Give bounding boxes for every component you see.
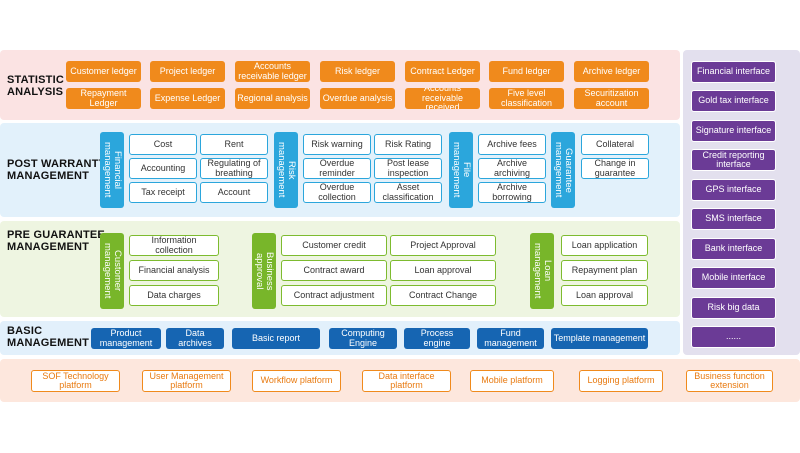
loan-application[interactable]: Loan application bbox=[561, 235, 648, 256]
cust-financial-analysis[interactable]: Financial analysis bbox=[129, 260, 219, 281]
biz-loan-approval[interactable]: Loan approval bbox=[390, 260, 496, 281]
iface-signature[interactable]: Signature interface bbox=[691, 120, 776, 142]
customer-management-tab[interactable]: Customer management bbox=[100, 233, 124, 309]
file-management-title: File management bbox=[451, 142, 472, 198]
file-archive-borrowing[interactable]: Archive borrowing bbox=[478, 182, 546, 203]
guarantee-management-title: Guarantee management bbox=[553, 142, 574, 198]
guarantee-collateral[interactable]: Collateral bbox=[581, 134, 649, 155]
stat-fund-ledger[interactable]: Fund ledger bbox=[489, 61, 564, 82]
platform-user-management[interactable]: User Management platform bbox=[142, 370, 231, 392]
fin-account[interactable]: Account bbox=[200, 182, 268, 203]
financial-management-tab[interactable]: Financial management bbox=[100, 132, 124, 208]
cust-data-charges[interactable]: Data charges bbox=[129, 285, 219, 306]
guarantee-change[interactable]: Change in guarantee bbox=[581, 158, 649, 179]
risk-overdue-reminder[interactable]: Overdue reminder bbox=[303, 158, 371, 179]
basic-data-archives[interactable]: Data archives bbox=[166, 328, 224, 349]
iface-financial[interactable]: Financial interface bbox=[691, 61, 776, 83]
post-warranty-label: POST WARRANTY MANAGEMENT bbox=[7, 158, 107, 182]
iface-credit-reporting[interactable]: Credit reporting interface bbox=[691, 149, 776, 171]
stat-risk-ledger[interactable]: Risk ledger bbox=[320, 61, 395, 82]
risk-overdue-collection[interactable]: Overdue collection bbox=[303, 182, 371, 203]
loan-repayment-plan[interactable]: Repayment plan bbox=[561, 260, 648, 281]
platform-sof-technology[interactable]: SOF Technology platform bbox=[31, 370, 120, 392]
basic-template-management[interactable]: Template management bbox=[551, 328, 648, 349]
fin-tax-receipt[interactable]: Tax receipt bbox=[129, 182, 197, 203]
basic-label: BASIC MANAGEMENT bbox=[7, 325, 90, 349]
iface-gps[interactable]: GPS interface bbox=[691, 179, 776, 201]
iface-mobile[interactable]: Mobile interface bbox=[691, 267, 776, 289]
stat-five-level-classification[interactable]: Five level classification bbox=[489, 88, 564, 109]
basic-product-management[interactable]: Product management bbox=[91, 328, 161, 349]
file-archive-archiving[interactable]: Archive archiving bbox=[478, 158, 546, 179]
fin-cost[interactable]: Cost bbox=[129, 134, 197, 155]
stat-regional-analysis[interactable]: Regional analysis bbox=[235, 88, 310, 109]
loan-management-tab[interactable]: Loan management bbox=[530, 233, 554, 309]
stat-overdue-analysis[interactable]: Overdue analysis bbox=[320, 88, 395, 109]
financial-management-title: Financial management bbox=[102, 142, 123, 198]
fin-accounting[interactable]: Accounting bbox=[129, 158, 197, 179]
risk-asset-classification[interactable]: Asset classification bbox=[374, 182, 442, 203]
basic-computing-engine[interactable]: Computing Engine bbox=[329, 328, 397, 349]
guarantee-management-tab[interactable]: Guarantee management bbox=[551, 132, 575, 208]
risk-post-lease-inspection[interactable]: Post lease inspection bbox=[374, 158, 442, 179]
biz-contract-award[interactable]: Contract award bbox=[281, 260, 387, 281]
loan-management-title: Loan management bbox=[532, 243, 553, 299]
loan-approval[interactable]: Loan approval bbox=[561, 285, 648, 306]
business-approval-tab[interactable]: Business approval bbox=[252, 233, 276, 309]
fin-regulating-of-breathing[interactable]: Regulating of breathing bbox=[200, 158, 268, 179]
risk-management-title: Risk management bbox=[276, 142, 297, 198]
stat-repayment-ledger[interactable]: Repayment Ledger bbox=[66, 88, 141, 109]
stat-contract-ledger[interactable]: Contract Ledger bbox=[405, 61, 480, 82]
stat-expense-ledger[interactable]: Expense Ledger bbox=[150, 88, 225, 109]
iface-gold-tax[interactable]: Gold tax interface bbox=[691, 90, 776, 112]
platform-workflow[interactable]: Workflow platform bbox=[252, 370, 341, 392]
biz-contract-adjustment[interactable]: Contract adjustment bbox=[281, 285, 387, 306]
iface-more[interactable]: ...... bbox=[691, 326, 776, 348]
customer-management-title: Customer management bbox=[102, 243, 123, 299]
stat-customer-ledger[interactable]: Customer ledger bbox=[66, 61, 141, 82]
basic-report[interactable]: Basic report bbox=[232, 328, 320, 349]
platform-logging[interactable]: Logging platform bbox=[579, 370, 663, 392]
file-archive-fees[interactable]: Archive fees bbox=[478, 134, 546, 155]
stat-accounts-receivable-ledger[interactable]: Accounts receivable ledger bbox=[235, 61, 310, 82]
biz-project-approval[interactable]: Project Approval bbox=[390, 235, 496, 256]
stat-accounts-receivable-received[interactable]: Accounts receivable received bbox=[405, 88, 480, 109]
business-approval-title: Business approval bbox=[254, 251, 275, 291]
biz-contract-change[interactable]: Contract Change bbox=[390, 285, 496, 306]
biz-customer-credit[interactable]: Customer credit bbox=[281, 235, 387, 256]
platform-data-interface[interactable]: Data interface platform bbox=[362, 370, 451, 392]
stat-securitization-account[interactable]: Securitization account bbox=[574, 88, 649, 109]
basic-process-engine[interactable]: Process engine bbox=[404, 328, 470, 349]
statistic-label: STATISTIC ANALYSIS bbox=[7, 74, 64, 98]
risk-management-tab[interactable]: Risk management bbox=[274, 132, 298, 208]
iface-bank[interactable]: Bank interface bbox=[691, 238, 776, 260]
file-management-tab[interactable]: File management bbox=[449, 132, 473, 208]
stat-project-ledger[interactable]: Project ledger bbox=[150, 61, 225, 82]
iface-sms[interactable]: SMS interface bbox=[691, 208, 776, 230]
risk-warning[interactable]: Risk warning bbox=[303, 134, 371, 155]
fin-rent[interactable]: Rent bbox=[200, 134, 268, 155]
pre-guarantee-label: PRE GUARANTEE MANAGEMENT bbox=[7, 229, 105, 253]
iface-risk-big-data[interactable]: Risk big data bbox=[691, 297, 776, 319]
basic-fund-management[interactable]: Fund management bbox=[477, 328, 544, 349]
platform-mobile[interactable]: Mobile platform bbox=[470, 370, 554, 392]
cust-information-collection[interactable]: Information collection bbox=[129, 235, 219, 256]
platform-business-function-extension[interactable]: Business function extension bbox=[686, 370, 773, 392]
risk-rating[interactable]: Risk Rating bbox=[374, 134, 442, 155]
stat-archive-ledger[interactable]: Archive ledger bbox=[574, 61, 649, 82]
